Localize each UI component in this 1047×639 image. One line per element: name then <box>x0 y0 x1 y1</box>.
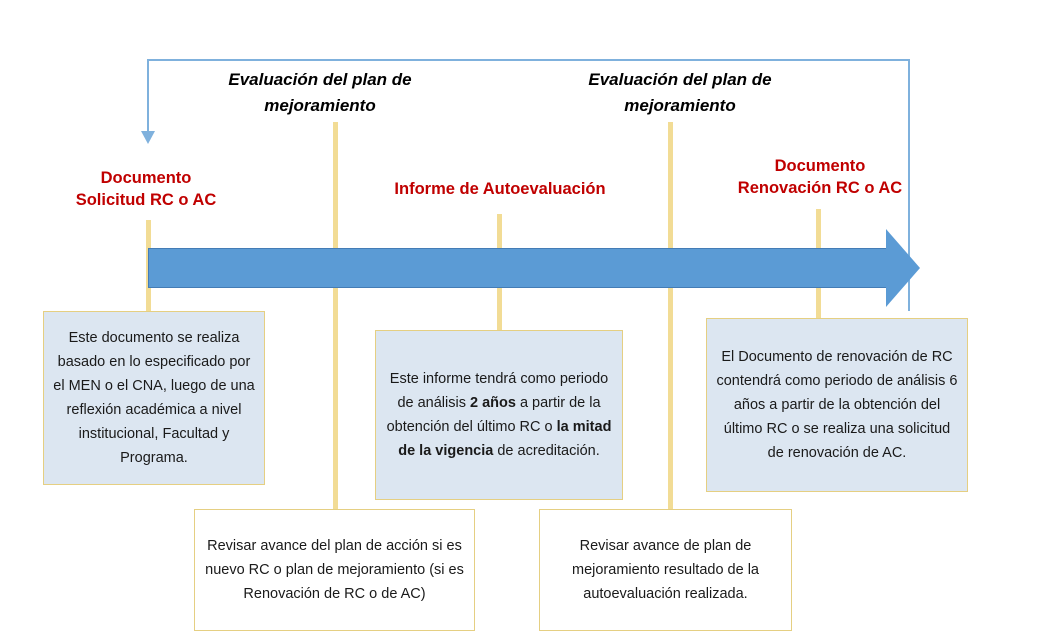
phase-label-1: Evaluación del plan de mejoramiento <box>180 67 460 119</box>
phase-label-2-line1: Evaluación del plan de <box>588 70 772 89</box>
connector-line-2 <box>333 122 338 513</box>
phase-label-2-line2: mejoramiento <box>624 96 736 115</box>
note-solicitud-text: Este documento se realiza basado en lo e… <box>53 330 255 466</box>
frame-top-line <box>147 59 909 61</box>
phase-label-2: Evaluación del plan de mejoramiento <box>540 67 820 119</box>
note-box-plan-mejoramiento: Revisar avance de plan de mejoramiento r… <box>539 509 792 631</box>
phase-label-1-line2: mejoramiento <box>264 96 376 115</box>
note-plan-accion-text: Revisar avance del plan de acción si es … <box>205 538 464 602</box>
note-autoevaluacion-text: Este informe tendrá como periodo de anál… <box>386 371 612 459</box>
note-plan-mejoramiento-text: Revisar avance de plan de mejoramiento r… <box>572 538 759 602</box>
note-box-plan-accion: Revisar avance del plan de acción si es … <box>194 509 475 631</box>
milestone-renovacion-line2: Renovación RC o AC <box>737 179 903 197</box>
milestone-label-autoevaluacion: Informe de Autoevaluación <box>370 178 630 200</box>
note-box-solicitud: Este documento se realiza basado en lo e… <box>43 311 265 485</box>
phase-label-1-line1: Evaluación del plan de <box>228 70 412 89</box>
frame-right-line <box>908 59 910 311</box>
timeline-arrow-shaft <box>148 248 888 288</box>
frame-down-arrow-icon <box>141 131 155 144</box>
milestone-autoevaluacion-line1: Informe de Autoevaluación <box>394 180 606 198</box>
milestone-solicitud-line1: Documento <box>100 169 192 187</box>
timeline-arrow-head-icon <box>886 229 920 307</box>
note-renovacion-text: El Documento de renovación de RC contend… <box>716 349 958 461</box>
connector-line-4 <box>668 122 673 513</box>
milestone-label-renovacion: Documento Renovación RC o AC <box>710 155 930 199</box>
milestone-label-solicitud: Documento Solicitud RC o AC <box>46 167 246 211</box>
frame-left-line <box>147 59 149 133</box>
note-box-autoevaluacion: Este informe tendrá como periodo de anál… <box>375 330 623 500</box>
milestone-solicitud-line2: Solicitud RC o AC <box>75 191 217 209</box>
note-box-renovacion: El Documento de renovación de RC contend… <box>706 318 968 492</box>
milestone-renovacion-line1: Documento <box>774 157 866 175</box>
